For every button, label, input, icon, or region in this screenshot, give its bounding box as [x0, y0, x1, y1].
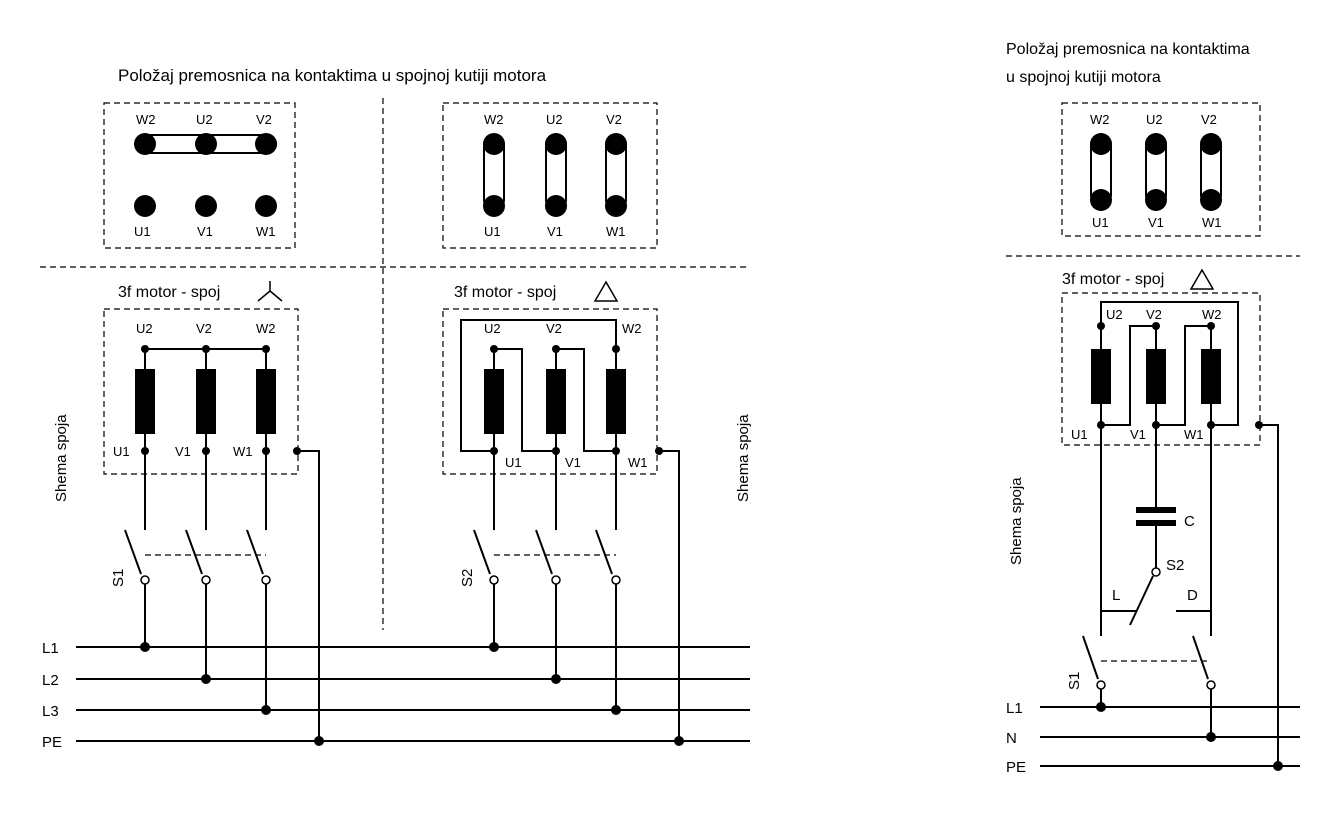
delta-connection-symbol-right	[1189, 268, 1215, 290]
svg-text:V2: V2	[606, 112, 622, 127]
terminal-label-v1: V1	[197, 224, 213, 239]
svg-text:U2: U2	[1146, 112, 1163, 127]
bus-lines: L1 L2 L3 PE	[42, 640, 750, 751]
svg-text:V2: V2	[1201, 112, 1217, 127]
switch-s1: S1	[110, 529, 271, 710]
switch-s2-label: S2	[1166, 557, 1184, 574]
side-label-left: Shema spoja	[53, 414, 70, 502]
svg-text:V1: V1	[175, 444, 191, 459]
svg-text:U2: U2	[546, 112, 563, 127]
svg-text:V2: V2	[196, 321, 212, 336]
svg-text:W1: W1	[606, 224, 626, 239]
delta-schematic-right: U2 V2 W2 U1 V1 W1 C S2	[1061, 292, 1279, 766]
svg-text:W2: W2	[1090, 112, 1110, 127]
terminal-box-delta-right: W2 U2 V2 U1 V1 W1	[1061, 102, 1261, 237]
svg-text:U1: U1	[505, 455, 522, 470]
bus-label-l3: L3	[42, 703, 59, 720]
svg-text:V2: V2	[546, 321, 562, 336]
bus-label-pe: PE	[42, 734, 62, 751]
capacitor-label: C	[1184, 513, 1195, 530]
svg-text:V1: V1	[1148, 215, 1164, 230]
bus-label-l1: L1	[42, 640, 59, 657]
switch-s1-right-label: S1	[1066, 672, 1083, 690]
star-schematic: U2 V2 W2 U1 V1 W1	[103, 308, 320, 741]
switch-left-label: L	[1112, 587, 1120, 604]
right-title-line-1: Položaj premosnica na kontaktima	[1006, 41, 1250, 58]
svg-text:U1: U1	[484, 224, 501, 239]
svg-text:W2: W2	[1202, 307, 1222, 322]
svg-text:U1: U1	[1071, 427, 1088, 442]
svg-text:U1: U1	[113, 444, 130, 459]
svg-text:V2: V2	[1146, 307, 1162, 322]
terminal-label-v2: V2	[256, 112, 272, 127]
terminal-label-w2: W2	[136, 112, 156, 127]
svg-text:U2: U2	[484, 321, 501, 336]
svg-text:V1: V1	[1130, 427, 1146, 442]
svg-text:U2: U2	[1106, 307, 1123, 322]
terminal-box-delta: W2 U2 V2 U1 V1 W1	[442, 102, 658, 249]
svg-text:W2: W2	[622, 321, 642, 336]
side-label-right: Shema spoja	[1008, 477, 1025, 565]
bus-lines-right: L1 N PE	[1006, 700, 1300, 776]
svg-text:U2: U2	[136, 321, 153, 336]
svg-text:V1: V1	[547, 224, 563, 239]
svg-text:W1: W1	[1202, 215, 1222, 230]
switch-s2-left-label: S2	[459, 569, 476, 587]
svg-text:U1: U1	[1092, 215, 1109, 230]
switch-right-label: D	[1187, 587, 1198, 604]
side-label-middle: Shema spoja	[735, 414, 752, 502]
star-connection-symbol	[257, 281, 283, 302]
svg-text:W1: W1	[628, 455, 648, 470]
svg-text:V1: V1	[565, 455, 581, 470]
delta-connection-symbol	[593, 280, 619, 302]
bus-label-l1-right: L1	[1006, 700, 1023, 717]
svg-text:W2: W2	[256, 321, 276, 336]
switch-s1-label: S1	[110, 569, 127, 587]
bus-label-l2: L2	[42, 672, 59, 689]
svg-text:W1: W1	[1184, 427, 1204, 442]
star-heading: 3f motor - spoj	[118, 284, 220, 301]
terminal-box-star: W2 U2 V2 U1 V1 W1	[103, 102, 296, 249]
right-title-line-2: u spojnoj kutiji motora	[1006, 69, 1161, 86]
svg-text:W2: W2	[484, 112, 504, 127]
delta-heading-right: 3f motor - spoj	[1062, 271, 1164, 288]
switch-s2: S2	[459, 529, 621, 710]
bus-label-pe-right: PE	[1006, 759, 1026, 776]
delta-schematic: U2 V2 W2 U1 V1 W1	[442, 308, 680, 741]
terminal-label-u1: U1	[134, 224, 151, 239]
bus-label-n-right: N	[1006, 730, 1017, 747]
svg-text:W1: W1	[233, 444, 253, 459]
delta-heading: 3f motor - spoj	[454, 284, 556, 301]
capacitor	[1136, 507, 1176, 568]
main-title: Položaj premosnica na kontaktima u spojn…	[118, 66, 547, 85]
terminal-label-w1: W1	[256, 224, 276, 239]
terminal-label-u2: U2	[196, 112, 213, 127]
